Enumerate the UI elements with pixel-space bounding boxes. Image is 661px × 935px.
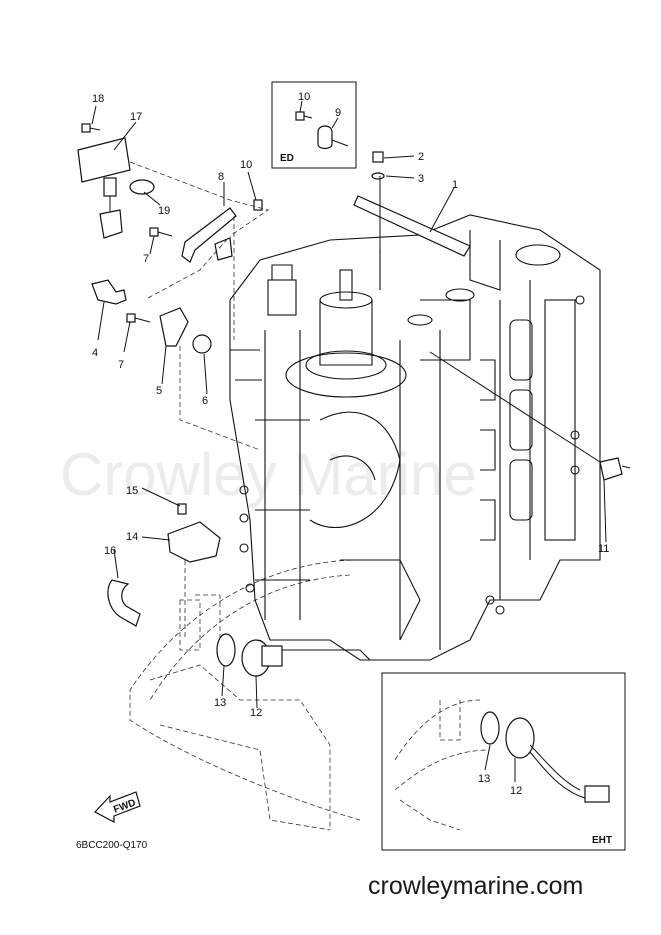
part-15-bolt: [177, 503, 187, 515]
watermark: Crowley Marine: [60, 441, 477, 508]
callout-17: 17: [130, 111, 142, 123]
callout-10b: 10: [240, 159, 252, 171]
part-1-stay: [353, 195, 471, 257]
callout-7a: 7: [143, 253, 149, 265]
part-4-sensor: [91, 279, 127, 305]
inset-eht-label: EHT: [592, 835, 612, 846]
fwd-arrow: FWD: [94, 791, 141, 823]
callouts: 18 17 19 8 10 7 4 7 5 6 10 9 2 3 1 11 15…: [92, 91, 609, 797]
sensor-parts: [77, 123, 631, 677]
diagram-code: 6BCC200-Q170: [76, 840, 148, 851]
part-5-plate: [159, 307, 189, 347]
callout-3: 3: [418, 173, 424, 185]
part-10-bolt: [253, 199, 263, 211]
part-3-washer: [371, 172, 385, 180]
part-13-o-ring: [216, 633, 236, 667]
callout-13a: 13: [214, 697, 226, 709]
part-6-grommet: [192, 334, 212, 354]
leader-lines: [91, 105, 607, 709]
callout-15: 15: [126, 485, 138, 497]
part-12-connector: [261, 645, 283, 667]
callout-12a: 12: [250, 707, 262, 719]
part-7-bolt-upper: [149, 227, 159, 237]
inset-ed-frame: [271, 81, 357, 169]
callout-8: 8: [218, 171, 224, 183]
callout-1: 1: [452, 179, 458, 191]
clamp-part: [317, 125, 333, 150]
callout-9: 9: [335, 107, 341, 119]
inset-ed-label: ED: [280, 153, 294, 164]
callout-7b: 7: [118, 359, 124, 371]
callout-14: 14: [126, 531, 138, 543]
part-7-bolt-lower: [126, 313, 136, 323]
part-17-plug: [99, 209, 123, 239]
engine-block: [229, 214, 601, 661]
eht-sensor-body: [505, 717, 535, 759]
callout-16: 16: [104, 545, 116, 557]
fwd-arrow-shape: [94, 791, 141, 823]
inset-eht: EHT: [381, 672, 626, 851]
part-17-cover: [77, 137, 131, 183]
inset-ed: ED: [271, 81, 357, 169]
callout-5: 5: [156, 385, 162, 397]
callout-12b: 12: [510, 785, 522, 797]
eht-o-ring: [480, 711, 500, 745]
part-8-bracket: [181, 207, 237, 263]
part-16-clip: [107, 579, 141, 627]
callout-2: 2: [418, 151, 424, 163]
part-11-sensor: [599, 457, 623, 481]
callout-18: 18: [92, 93, 104, 105]
part-18-bolt: [81, 123, 91, 133]
site-name: crowleymarine.com: [368, 872, 584, 900]
lower-cowling-outline: [129, 559, 361, 831]
part-14-bracket: [167, 521, 221, 563]
part-2-bolt: [372, 151, 384, 163]
callout-11: 11: [598, 543, 609, 555]
eht-connector: [584, 785, 610, 803]
callout-13b: 13: [478, 773, 490, 785]
bolt-part: [295, 111, 305, 121]
callout-19: 19: [158, 205, 170, 217]
callout-6: 6: [202, 395, 208, 407]
part-17-stem: [103, 177, 117, 197]
part-19-band: [129, 179, 155, 195]
callout-10a: 10: [298, 91, 310, 103]
inset-eht-frame: [381, 672, 626, 851]
callout-4: 4: [92, 347, 98, 359]
